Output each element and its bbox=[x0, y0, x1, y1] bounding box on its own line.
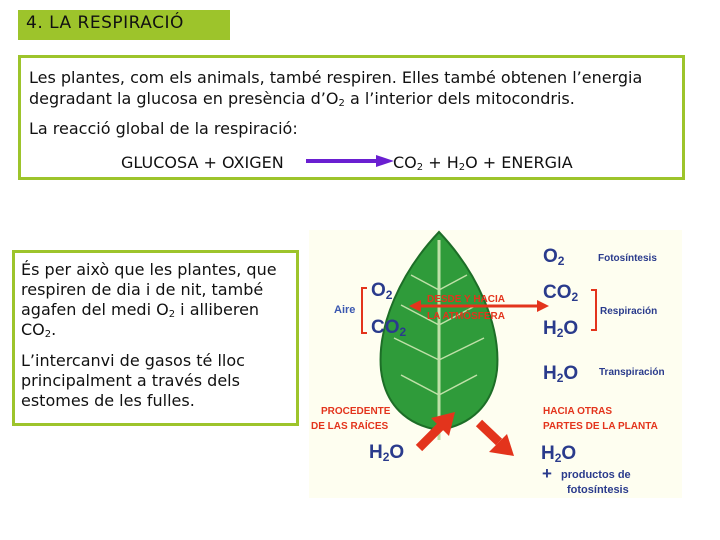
downward-arrow-icon bbox=[475, 419, 514, 456]
leaf-gas-exchange-figure: DESDE Y HACIA LA ATMÓSFERA O2 Aire CO2 O… bbox=[309, 230, 682, 498]
side-p1-sub1: 2 bbox=[168, 309, 176, 320]
desde-label-2: LA ATMÓSFERA bbox=[427, 309, 505, 322]
right-co2: CO2 bbox=[543, 282, 579, 304]
eq-co: CO bbox=[393, 153, 417, 172]
hacia-label-2: PARTES DE LA PLANTA bbox=[543, 421, 658, 432]
eq-tail: O + ENERGIA bbox=[465, 153, 573, 172]
intro-paragraph: Les plantes, com els animals, també resp… bbox=[29, 67, 674, 109]
reaction-label: La reacció global de la respiració: bbox=[29, 118, 674, 139]
respiracion-label: Respiración bbox=[600, 306, 657, 317]
atmosphere-arrow-right bbox=[537, 300, 549, 312]
productos-label-1: productos de bbox=[561, 469, 631, 481]
equation-left: GLUCOSA + OXIGEN bbox=[121, 152, 284, 173]
leaf-veins bbox=[393, 274, 485, 396]
equation-arrow bbox=[306, 155, 394, 167]
desde-label-1: DESDE Y HACIA bbox=[427, 294, 505, 305]
eq-co-sub: 2 bbox=[416, 162, 424, 173]
procedente-label-1: PROCEDENTE bbox=[321, 406, 391, 417]
gas-exchange-box: És per això que les plantes, que respire… bbox=[12, 250, 299, 426]
right-o2: O2 bbox=[543, 246, 565, 268]
plus-sign: + bbox=[542, 464, 552, 483]
equation-left-text: GLUCOSA + OXIGEN bbox=[121, 153, 284, 172]
intro-line2-post: a l’interior dels mitocondris. bbox=[344, 89, 575, 108]
side-paragraph-2: L’intercanvi de gasos té lloc principalm… bbox=[21, 351, 290, 411]
aire-label: Aire bbox=[334, 304, 355, 316]
page-title: 4. LA RESPIRACIÓ bbox=[18, 10, 230, 40]
bottom-right-h2o: H2O bbox=[541, 443, 576, 465]
title-text: 4. LA RESPIRACIÓ bbox=[26, 13, 184, 33]
left-co2: CO2 bbox=[371, 317, 407, 339]
intro-line2-pre: degradant la glucosa en presència d’O bbox=[29, 89, 339, 108]
eq-h: + H bbox=[423, 153, 459, 172]
right-h2o-1: H2O bbox=[543, 318, 578, 340]
bottom-left-h2o: H2O bbox=[369, 442, 404, 464]
side-p1-a: És per això que les plantes, que respire… bbox=[21, 260, 277, 319]
equation-right: CO2 + H2O + ENERGIA bbox=[393, 152, 573, 173]
left-o2: O2 bbox=[371, 280, 393, 302]
eq-h-sub: 2 bbox=[458, 162, 466, 173]
right-bracket bbox=[591, 289, 597, 331]
procedente-label-2: DE LAS RAÍCES bbox=[311, 419, 389, 432]
reaction-label-text: La reacció global de la respiració: bbox=[29, 119, 298, 138]
side-p1-b: i alliberen CO bbox=[21, 300, 260, 339]
hacia-label-1: HACIA OTRAS bbox=[543, 406, 612, 417]
upward-arrow-icon bbox=[415, 412, 455, 452]
intro-box: Les plantes, com els animals, també resp… bbox=[18, 55, 685, 180]
figure-svg: DESDE Y HACIA LA ATMÓSFERA O2 Aire CO2 O… bbox=[311, 230, 665, 496]
productos-label-2: fotosíntesis bbox=[567, 484, 629, 496]
transpiracion-label: Transpiración bbox=[599, 367, 665, 378]
intro-line1: Les plantes, com els animals, també resp… bbox=[29, 68, 643, 87]
atmosphere-arrow-left bbox=[409, 300, 421, 312]
fotosintesis-label: Fotosíntesis bbox=[598, 253, 657, 264]
side-p2: L’intercanvi de gasos té lloc principalm… bbox=[21, 351, 245, 410]
left-bracket bbox=[361, 287, 367, 334]
side-paragraph-1: És per això que les plantes, que respire… bbox=[21, 260, 290, 340]
side-p1-c: . bbox=[51, 320, 57, 339]
intro-line2-sub: 2 bbox=[338, 98, 345, 109]
right-h2o-2: H2O bbox=[543, 363, 578, 385]
side-p1-sub2: 2 bbox=[44, 329, 52, 340]
